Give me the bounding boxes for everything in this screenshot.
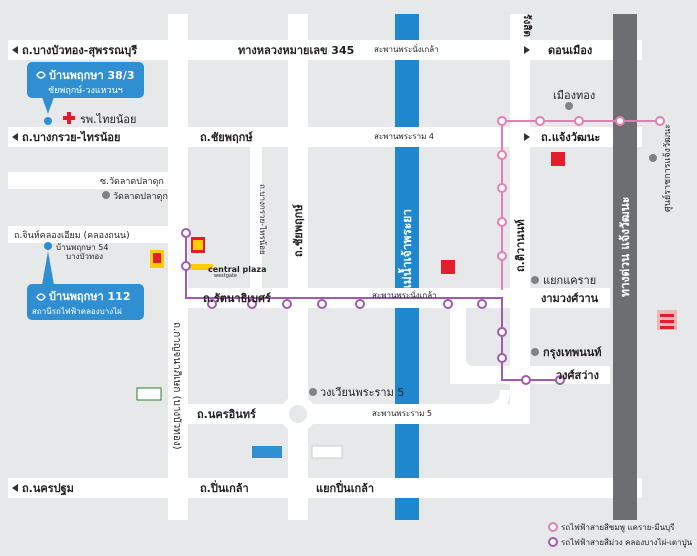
label-kaenkhrai: แยกแคราย [543,274,596,287]
road-curve-krung [450,358,474,384]
bridge-top [390,40,424,60]
label-jin-road: ถ.จินห์คลองเอียม (คลองถนน) [14,229,130,241]
label-river: แม่น้ำเจ้าพระยา [397,209,414,292]
road-tiwanon [510,14,530,424]
callout1-tail [42,97,54,114]
brand-logo-stripes [657,310,677,330]
label-central-sub: westgate [214,273,237,279]
label-ngamwongwan: งามวงศ์วาน [541,292,599,305]
callout2-tail [42,251,54,285]
legend-purple-dot [548,537,558,547]
label-tiwanon: ถ.ติวานนท์ [514,219,527,272]
leaf-logo-icon [36,71,46,301]
label-pinklao-junction: แยกปิ่นเกล้า [316,480,374,495]
label-row2-left: ถ.บางกรวย-ไทรน้อย [22,130,120,144]
road-bangbuathong [8,40,642,60]
road-chaiyaphruek-v [288,14,308,520]
label-watlad-place: วัดลาดปลาดุก [113,192,168,202]
expressway [613,14,637,520]
label-top-bridge: สะพานพระนั่งเกล้า [374,43,439,54]
label-hospital: รพ.ไทยน้อย [80,113,136,126]
project2-marker[interactable] [44,242,52,250]
label-row2-right: ถ.แจ้งวัฒนะ [541,131,600,144]
label-small-project1: บ้านพฤกษา 54 [56,243,109,252]
road-pinklao [8,478,642,498]
road-watlad [8,172,168,189]
pink-stations [497,116,665,261]
road-curve-nakhonin [470,390,510,414]
label-small-project2: บางบัวทอง [66,252,103,261]
label-top-right: ดอนเมือง [548,44,592,57]
label-kanchana-v: ถ.กาญจนาภิเษก (บางบัวทอง) [171,322,182,450]
brand-logo-small [311,445,343,459]
legend-pink-label: รถไฟฟ้าสายสีชมพู แคราย-มีนบุรี [561,523,675,533]
label-rama5-bridge: สะพานพระราม 5 [372,409,432,418]
label-top-mid: ทางหลวงหมายเลข 345 [238,44,354,57]
red-cross-icon [63,112,75,124]
brand-logo-blue [252,446,282,458]
label-rama4-bridge: สะพานพระราม 4 [374,132,434,141]
callout2-line2: สถานีรถไฟฟ้าคลองบางไผ่ [32,307,122,316]
label-chaiyaphruek-v: ถ.ชัยพฤกษ์ [292,204,305,257]
brand-logo-red [441,152,565,274]
road-bangkruai-v [250,146,262,288]
callout1-line2: ชัยพฤกษ์-วงแหวนฯ [48,84,123,96]
road-bangkruai-sainoi [8,127,642,147]
callout2-box [27,284,144,320]
label-rama5-circle: วงเวียนพระราม 5 [320,386,404,399]
label-mueangthong: เมืองทอง [553,89,595,102]
label-nakhonin: ถ.นครอินทร์ [197,408,256,421]
label-central-plaza: central plaza [208,265,266,274]
gray-dot-icon [102,102,657,396]
legend-purple-label: รถไฟฟ้าสายสีม่วง คลองบางไผ่-เตาปูน [561,538,693,548]
road-ngamwongwan [530,288,610,308]
river [395,14,419,520]
callout1-box [27,62,144,98]
label-row2-chaiyaphruek: ถ.ชัยพฤกษ์ [200,131,253,144]
arrow-left-icon [12,46,530,492]
label-nakhonpathom: ถ.นครปฐม [22,482,74,496]
callout2-line1: บ้านพฤกษา 112 [49,290,130,303]
label-pinklao: ถ.ปิ่นเกล้า [200,480,249,495]
bridge-rama5 [390,404,424,424]
label-bangkruai-v: ถ.บางกรวย-ไทรน้อย [258,184,267,255]
bridge-rama4 [390,127,424,147]
brand-logo-tesco [136,387,162,401]
road-jin [8,226,168,243]
label-wongsawang: วงศ์สว่าง [556,369,599,382]
legend-pink-dot [548,522,558,532]
bigc-logo [150,250,164,268]
road-nakhonin [183,404,528,424]
bridge-pinklao [390,478,424,498]
roundabout-center [289,405,307,423]
label-expressway: ทางด่วน แจ้งวัฒนะ [618,197,632,297]
label-chaeng-center: ศูนย์ราชการแจ้งวัฒนะ [661,124,673,212]
label-rattanathibet: ถ.รัตนาธิเบศร์ [203,292,271,305]
label-watlad-road: ซ.วัดลาดปลาดุก [100,177,164,187]
central-plaza-logo [191,237,213,270]
project1-marker[interactable] [44,117,52,125]
callout1-line1: บ้านพฤกษา 38/3 [49,69,135,82]
label-top-left: ถ.บางบัวทอง-สุพรรณบุรี [22,44,137,58]
label-nangklao-bridge: สะพานพระนั่งเกล้า [372,289,437,300]
label-rangsit: รังสิต [521,14,533,37]
road-krungthepnon [450,300,466,372]
purple-stations [181,228,565,385]
label-krungthepnon: กรุงเทพนนท์ [543,346,602,360]
road-kanchana [168,14,188,520]
